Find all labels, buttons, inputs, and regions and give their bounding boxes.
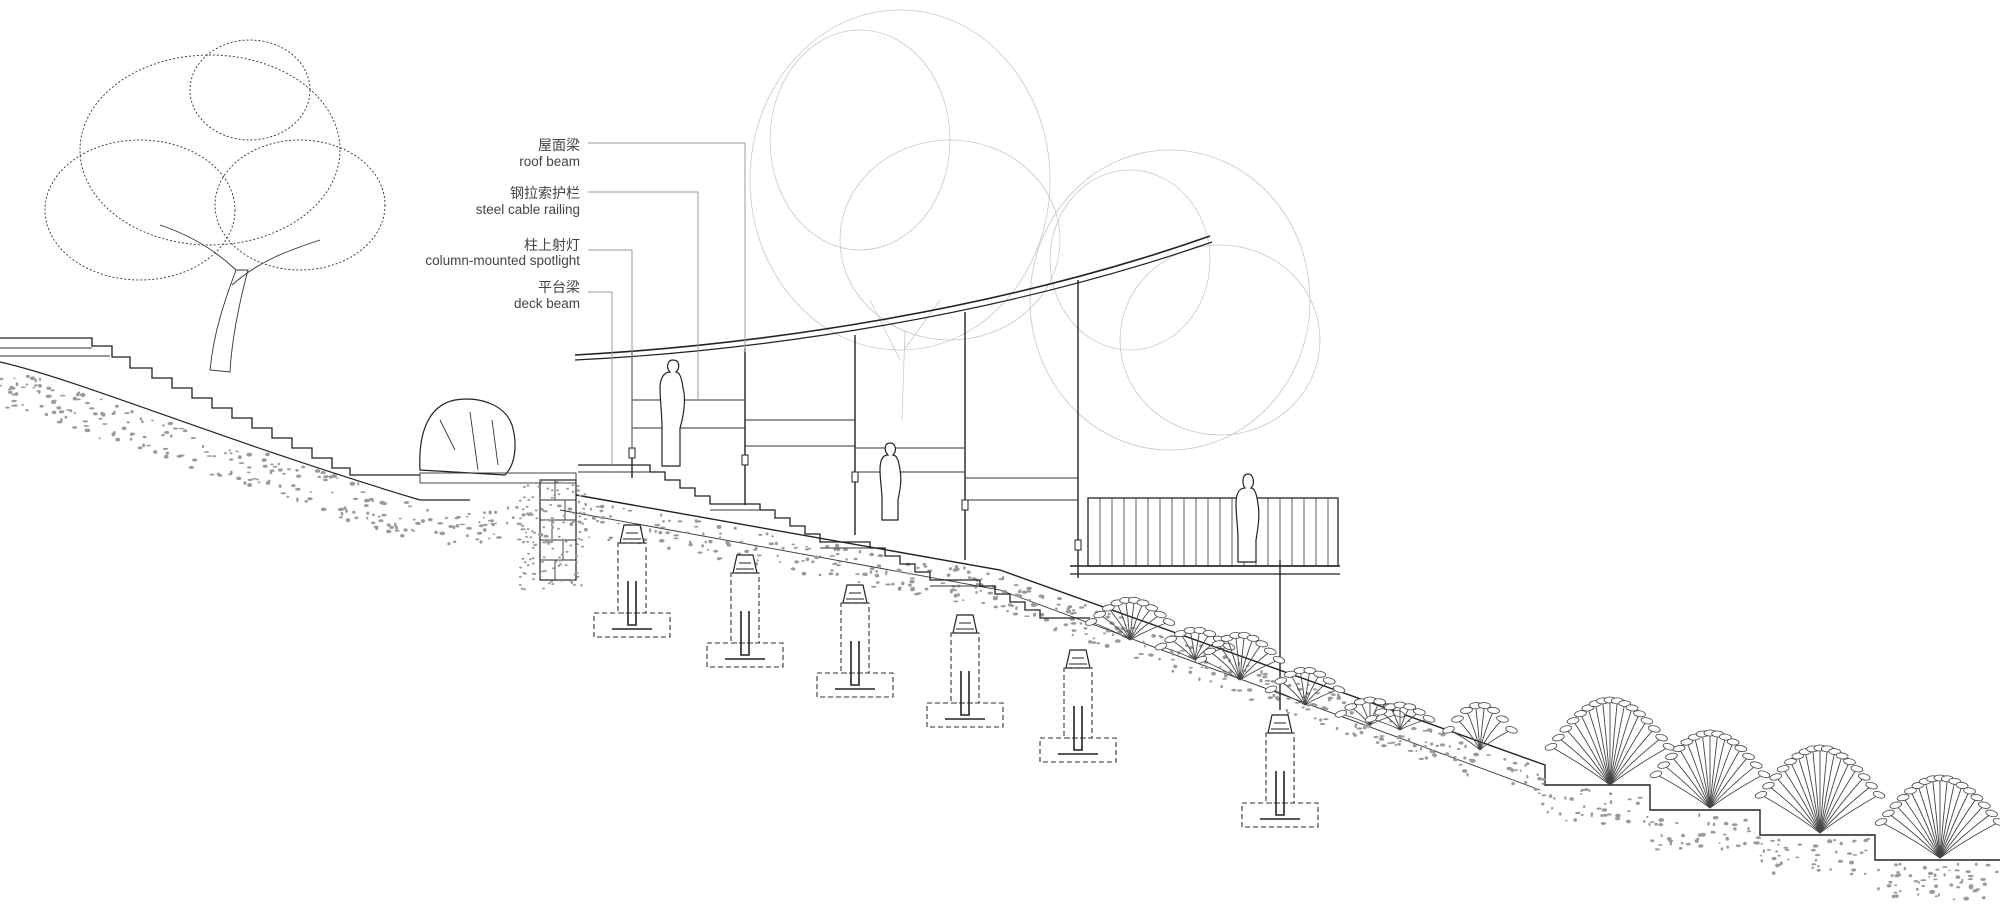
pavilion-stairs <box>578 464 1090 619</box>
pile-foundation-1 <box>593 524 671 638</box>
annotation-label-spotlight: 柱上射灯 column-mounted spotlight <box>425 238 580 268</box>
gravel-texture <box>0 374 1999 901</box>
label-spotlight-cn: 柱上射灯 <box>524 238 580 254</box>
shrubs <box>1084 596 2000 859</box>
stone-retaining-wall <box>419 472 577 581</box>
shrub-7 <box>1442 702 1518 751</box>
annotation-label-cable-railing: 钢拉索护栏 steel cable railing <box>476 185 580 217</box>
shrub-11 <box>1874 774 2000 859</box>
pile-foundation-5 <box>1039 649 1117 763</box>
pile-foundation-4 <box>926 614 1004 728</box>
shrub-9 <box>1649 729 1771 809</box>
figure-1 <box>659 359 686 467</box>
shrub-10 <box>1754 744 1886 834</box>
annotation-label-roof-beam: 屋面梁 roof beam <box>519 138 580 169</box>
label-spotlight-en: column-mounted spotlight <box>425 253 580 268</box>
shrub-1 <box>1084 596 1176 641</box>
figure-3 <box>1235 473 1260 563</box>
shrub-8 <box>1544 696 1676 786</box>
lower-deck <box>1070 497 1340 575</box>
label-deck-beam-en: deck beam <box>514 296 580 311</box>
shrub-4 <box>1264 667 1346 706</box>
label-cable-railing-en: steel cable railing <box>476 202 580 217</box>
pile-foundations <box>593 524 1319 828</box>
pile-foundation-3 <box>816 584 894 698</box>
background-tree-ghost-left <box>749 9 1061 421</box>
label-leaders <box>588 142 746 465</box>
label-roof-beam-cn: 屋面梁 <box>538 138 580 154</box>
background-tree-ghost-right <box>1029 149 1321 451</box>
pile-foundation-2 <box>706 554 784 668</box>
tree-left <box>44 39 386 373</box>
steel-cable-railing <box>632 399 1078 501</box>
figure-2 <box>879 442 902 521</box>
shrub-3 <box>1194 631 1286 681</box>
pavilion-columns <box>631 280 1281 710</box>
human-figures <box>659 359 1260 563</box>
annotation-label-deck-beam: 平台梁 deck beam <box>514 280 580 311</box>
boulder <box>419 398 516 476</box>
pile-foundation-6 <box>1241 714 1319 828</box>
stepped-terrace-left <box>0 337 470 501</box>
label-cable-railing-cn: 钢拉索护栏 <box>510 185 580 202</box>
shrub-6 <box>1364 701 1436 731</box>
label-deck-beam-cn: 平台梁 <box>538 280 580 296</box>
pavilion-roof <box>574 235 1213 361</box>
label-roof-beam-en: roof beam <box>519 154 580 169</box>
